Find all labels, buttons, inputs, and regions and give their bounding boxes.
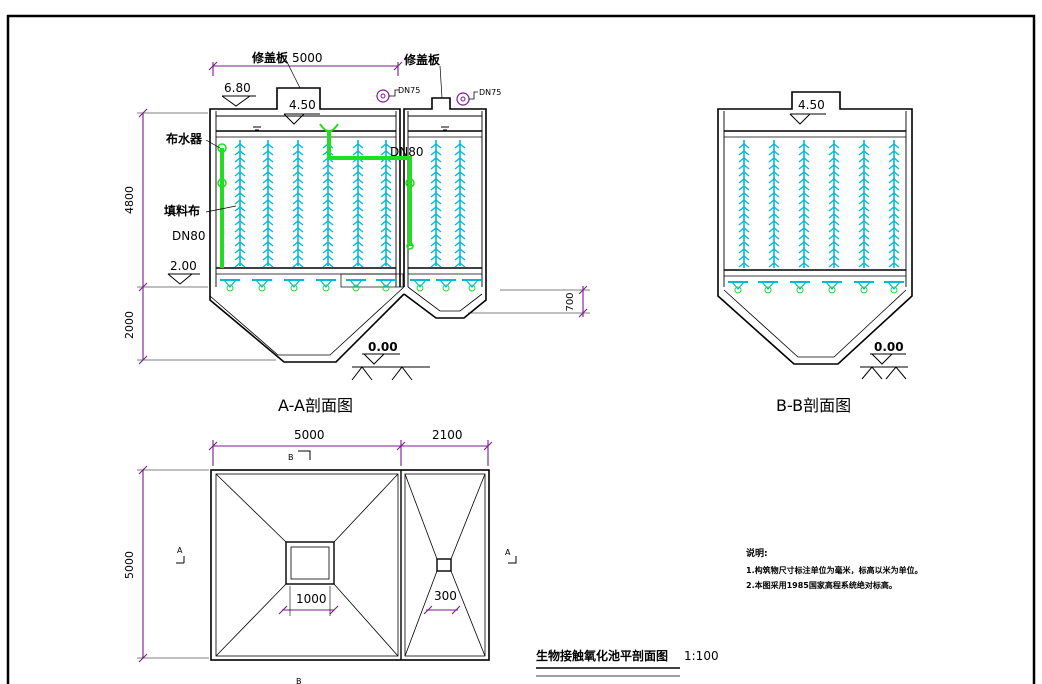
dimension-group	[138, 61, 588, 663]
filler-column	[430, 140, 442, 268]
plan-title: 生物接触氧化池平剖面图	[536, 648, 668, 663]
dn80-label: DN80	[390, 145, 424, 159]
dn75-label: DN75	[479, 88, 501, 97]
blower-icon	[456, 91, 478, 106]
hopper-left-inner	[209, 286, 405, 356]
pipe-box	[340, 273, 404, 288]
nozzle-group	[220, 279, 904, 294]
filler-column	[454, 140, 466, 268]
leader-lines	[205, 59, 443, 213]
diffuser-icon	[252, 279, 272, 292]
diffuser-icon	[822, 281, 842, 294]
tank-outline-right	[403, 97, 487, 287]
plan-inner-right: 300	[434, 589, 457, 603]
valve-icon	[405, 178, 415, 188]
diffuser-icon	[436, 279, 456, 292]
diffuser-icon	[410, 279, 430, 292]
elevation-marker	[167, 95, 906, 365]
elevation-ground-bb: 0.00	[874, 340, 904, 354]
diffuser-icon	[758, 281, 778, 294]
hopper-right	[403, 287, 487, 319]
notes-line: 2.本图采用1985国家高程系统绝对标高。	[746, 580, 897, 590]
height-small-dim: 700	[565, 292, 576, 311]
filler-column	[768, 140, 780, 268]
diffuser-icon	[462, 279, 482, 292]
diffuser-icon	[854, 281, 874, 294]
notes-heading: 说明:	[746, 547, 768, 559]
filler-column	[828, 140, 840, 268]
filler-column	[798, 140, 810, 268]
elevation-top: 4.50	[289, 98, 316, 112]
diffuser-icon	[220, 279, 240, 292]
plan-width-right: 2100	[432, 428, 463, 442]
pipe-dn80	[327, 130, 412, 246]
cover-label: 修盖板	[403, 52, 441, 67]
filler-column	[352, 140, 364, 268]
section-bb-title: B-B剖面图	[776, 396, 851, 415]
dn80-label: DN80	[172, 229, 206, 243]
cut-mark-b: B	[296, 677, 302, 684]
notes-line: 1.构筑物尺寸标注单位为毫米，标高以米为单位。	[746, 565, 923, 575]
drawing-frame	[6, 14, 1036, 684]
cut-mark-b: B	[288, 453, 294, 462]
filler-label: 填料布	[164, 203, 200, 218]
blower-icon	[376, 89, 399, 103]
hopper-right-inner	[407, 286, 483, 312]
section-aa-title: A-A剖面图	[278, 396, 353, 415]
diffuser-icon	[346, 279, 366, 292]
height-lower-dim: 2000	[123, 311, 136, 339]
filler-column	[858, 140, 870, 268]
pipe-funnel	[319, 123, 339, 132]
elevation-top-bb: 4.50	[798, 98, 825, 112]
filler-column	[888, 140, 900, 268]
cut-mark-a: A	[177, 546, 183, 555]
elevation-inlet: 2.00	[170, 259, 197, 273]
height-upper-dim: 4800	[123, 186, 136, 214]
elevation-cover: 6.80	[224, 81, 251, 95]
plan-view	[137, 450, 517, 661]
tank-outline-left	[209, 87, 401, 287]
valve-icon	[406, 242, 414, 250]
diffuser-icon	[884, 281, 904, 294]
hopper-left	[209, 287, 405, 363]
section-bb	[717, 91, 913, 380]
pipe-group	[217, 123, 415, 268]
diffuser-icon	[376, 279, 396, 292]
filler-column	[380, 140, 392, 268]
section-aa	[137, 87, 590, 381]
plan-inner-left: 1000	[296, 592, 327, 606]
plan-scale: 1:100	[684, 649, 719, 663]
water-level-mark	[441, 126, 449, 131]
top-width-dim: 5000	[292, 51, 323, 65]
cut-mark-a: A	[505, 548, 511, 557]
valve-icon	[217, 178, 227, 188]
ground-hatch	[351, 366, 413, 381]
cover-label: 修盖板	[251, 50, 289, 65]
filler-column	[292, 140, 304, 268]
dn75-label: DN75	[398, 86, 420, 95]
valve-icon	[217, 143, 227, 153]
filler-column	[262, 140, 274, 268]
diffuser-icon	[316, 279, 336, 292]
diffuser-icon	[284, 279, 304, 292]
distributor-label: 布水器	[166, 131, 203, 146]
plan-width-left: 5000	[294, 428, 325, 442]
filler-column	[738, 140, 750, 268]
plan-height-dim: 5000	[123, 551, 136, 579]
filler-column	[234, 140, 246, 268]
diffuser-icon	[728, 281, 748, 294]
filler-group	[234, 140, 900, 268]
elevation-ground: 0.00	[368, 340, 398, 354]
water-level-mark	[253, 126, 261, 131]
diffuser-icon	[790, 281, 810, 294]
